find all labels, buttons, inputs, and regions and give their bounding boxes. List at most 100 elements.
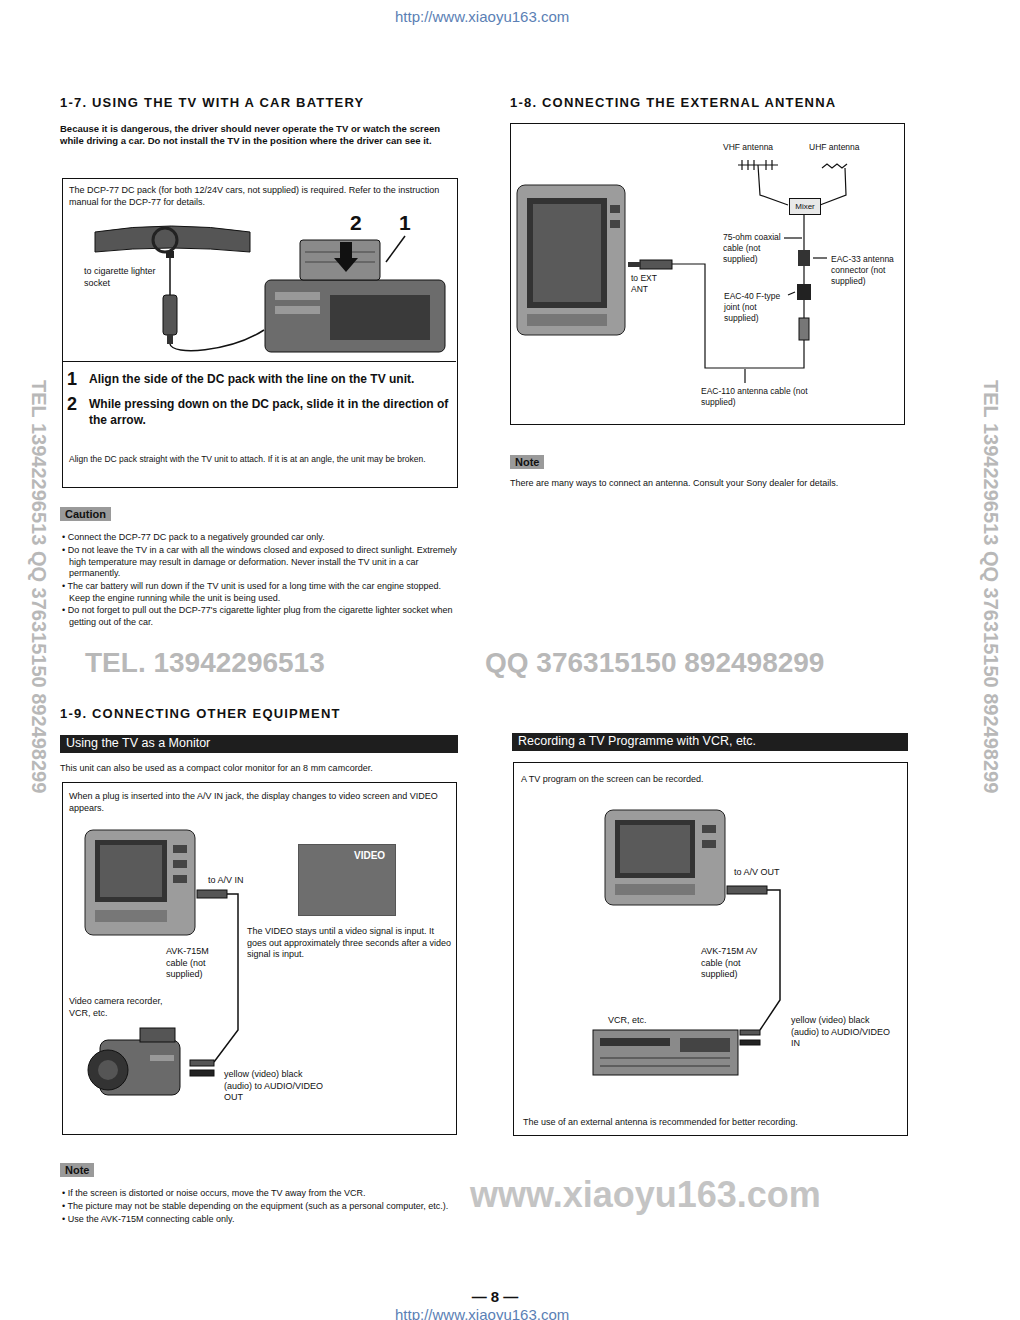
step-text: 1 (67, 368, 85, 391)
heading-text: Note (515, 456, 539, 468)
url-text: http://www.xiaoyu163.com (395, 7, 635, 27)
antenna-wiring (813, 257, 827, 258)
note-text: There are many ways to connect an antenn… (510, 478, 910, 490)
callout-text: When a plug is inserted into the A/V IN … (69, 791, 454, 814)
note-item: • The picture may not be stable dependin… (62, 1201, 462, 1213)
tv-unit (517, 185, 625, 335)
part-label: to EXT ANT (631, 273, 665, 295)
watermark: TEL 13942296513 QQ 376315150 892498299 (26, 380, 52, 793)
instruction-text: 1 (399, 209, 419, 236)
watermark: www.xiaoyu163.com (470, 1172, 810, 1219)
instruction-frame: The DCP-77 DC pack (for both 12/24V cars… (62, 178, 458, 488)
av-cable (197, 890, 227, 898)
part-label: VHF antenna (723, 142, 785, 153)
watermark: TEL. 13942296513 (85, 645, 415, 681)
dc-pack-and-tv (275, 306, 320, 314)
dc-pack-and-tv (265, 280, 445, 352)
screen-inset: VIDEO (298, 844, 396, 916)
tv-unit (173, 875, 187, 883)
cigarette-plug (170, 330, 264, 351)
note-item: • If the screen is distorted or noise oc… (62, 1188, 462, 1200)
av-cable (214, 894, 238, 1062)
car-dashboard (153, 228, 177, 252)
antenna-wiring (744, 369, 745, 383)
caution-item: • Do not forget to pull out the DCP-77's… (62, 605, 462, 628)
antenna-connectors (798, 250, 810, 266)
instruction-text: 2 (350, 209, 370, 236)
note-badge: Note (60, 1163, 94, 1177)
intro-text: This unit can also be used as a compact … (60, 763, 460, 775)
callout-text: AVK-715M AV cable (not supplied) (701, 946, 769, 981)
callout-text: A TV program on the screen can be record… (521, 774, 901, 786)
cigarette-plug (163, 258, 264, 351)
tv-unit (517, 185, 625, 335)
dc-pack-and-tv (386, 236, 405, 262)
antenna-wiring (803, 266, 804, 284)
tv-unit (702, 840, 716, 848)
cigarette-plug (163, 295, 177, 335)
car-dashboard (166, 251, 174, 258)
antenna-connectors (640, 260, 672, 269)
av-cable (190, 1060, 214, 1066)
tv-unit (173, 860, 187, 868)
page-number: — 8 — (445, 1287, 545, 1307)
tv-unit (615, 820, 695, 878)
camcorder (98, 1060, 118, 1080)
antenna-connectors (799, 318, 809, 340)
antenna-connectors (628, 250, 811, 340)
av-cable (760, 890, 780, 1030)
note-badge: Note (510, 455, 544, 469)
antenna-wiring (753, 160, 754, 170)
antenna-connectors (628, 262, 640, 267)
screen-text: VIDEO (354, 849, 392, 862)
tv-unit (620, 825, 690, 873)
callout-text: to A/V OUT (734, 867, 794, 879)
part-label: 75-ohm coaxial cable (not supplied) (723, 232, 783, 265)
warning-text: Because it is dangerous, the driver shou… (60, 123, 460, 148)
vcr (680, 1038, 730, 1052)
tv-unit (85, 830, 195, 935)
camcorder (88, 1050, 128, 1090)
tv-unit (85, 830, 195, 935)
antenna-wiring (741, 160, 742, 170)
dc-pack-and-tv (334, 242, 358, 272)
caution-item: • The car battery will run down if the T… (62, 581, 462, 604)
callout-text: yellow (video) black (audio) to AUDIO/VI… (791, 1015, 891, 1050)
cigarette-plug (169, 258, 171, 295)
camcorder (150, 1055, 174, 1061)
tv-unit (610, 220, 620, 228)
tv-unit (615, 884, 695, 895)
monitor-frame: When a plug is inserted into the A/V IN … (62, 782, 457, 1135)
callout-text: yellow (video) black (audio) to AUDIO/VI… (224, 1069, 324, 1104)
step-panel: 1Align the side of the DC pack with the … (63, 361, 456, 481)
tv-unit (610, 205, 620, 213)
section-heading: 1-8. CONNECTING THE EXTERNAL ANTENNA (510, 95, 940, 112)
car-dashboard (95, 226, 250, 258)
callout-text: VCR, etc. (608, 1015, 668, 1027)
antenna-wiring (822, 164, 847, 168)
vcr (600, 1038, 670, 1046)
heading-text: Note (65, 1164, 89, 1176)
part-label: EAC-110 antenna cable (not supplied) (701, 386, 813, 408)
av-cable (740, 1040, 760, 1045)
heading-text: Recording a TV Programme with VCR, etc. (518, 734, 902, 748)
tv-unit (605, 810, 725, 905)
instruction-text: The DCP-77 DC pack (for both 12/24V cars… (69, 185, 449, 208)
antenna-wiring (820, 168, 846, 205)
heading-text: Using the TV as a Monitor (66, 736, 452, 750)
car-dashboard (95, 226, 250, 252)
step-text: Align the DC pack straight with the TV u… (69, 454, 454, 465)
callout-text: AVK-715M cable (not supplied) (166, 946, 232, 981)
url-text: http://www.xiaoyu163.com (395, 1305, 635, 1320)
mixer-box: Mixer (789, 198, 821, 215)
antenna-wiring (788, 292, 795, 295)
callout-text: The VIDEO stays until a video signal is … (247, 926, 452, 961)
heading-text: Caution (65, 508, 106, 520)
dc-pack-and-tv (300, 240, 380, 280)
caution-badge: Caution (60, 507, 111, 521)
section-heading: 1-9. CONNECTING OTHER EQUIPMENT (60, 706, 490, 723)
recording-frame: A TV program on the screen can be record… (513, 762, 908, 1136)
antenna-wiring (771, 160, 772, 170)
vcr (593, 1030, 738, 1075)
